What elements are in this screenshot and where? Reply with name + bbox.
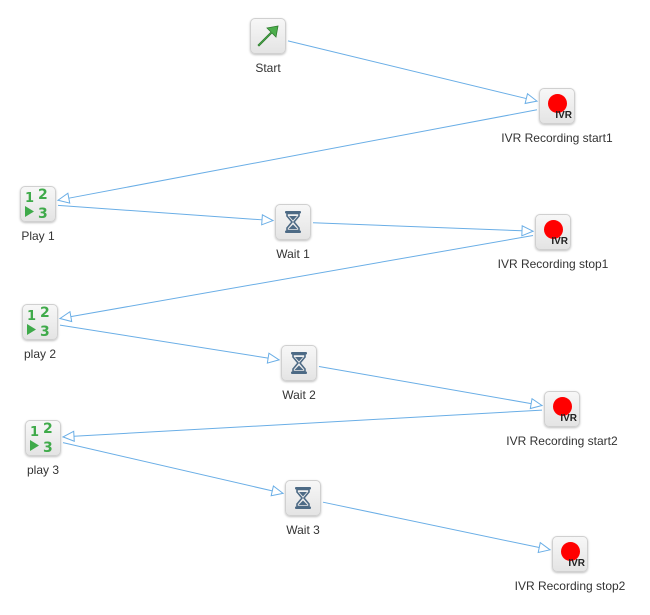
node-label: play 3 xyxy=(26,463,60,477)
node-rec-start2[interactable]: IVR IVR Recording start2 xyxy=(482,391,642,448)
node-label: IVR Recording stop1 xyxy=(497,257,609,271)
edge-arrowhead xyxy=(56,192,71,204)
edge-rec-stop1-to-play2[interactable] xyxy=(58,235,534,323)
edge-arrowhead xyxy=(61,430,75,443)
edge-play3-to-wait3[interactable] xyxy=(62,442,285,497)
ivr-icon-text: IVR xyxy=(568,558,585,569)
svg-text:1: 1 xyxy=(27,309,36,324)
record-dot-icon xyxy=(553,397,572,416)
edge-wait2-to-rec-start2[interactable] xyxy=(318,366,544,410)
record-dot-icon xyxy=(561,542,580,561)
hourglass-icon[interactable] xyxy=(281,345,317,381)
edge-line xyxy=(312,222,523,232)
play-123-icon[interactable]: 1 2 3 xyxy=(22,304,58,340)
ivr-icon-text: IVR xyxy=(551,236,568,247)
edge-line xyxy=(59,324,269,359)
edge-line xyxy=(57,204,263,221)
edge-rec-start2-to-play3[interactable] xyxy=(61,409,543,443)
ivr-record-icon[interactable]: IVR xyxy=(535,214,571,250)
hourglass-icon[interactable] xyxy=(275,204,311,240)
node-rec-stop2[interactable]: IVR IVR Recording stop2 xyxy=(490,536,650,593)
edge-arrowhead xyxy=(537,541,552,554)
edge-arrowhead xyxy=(58,310,73,323)
edge-line xyxy=(73,409,543,437)
edge-line xyxy=(318,366,532,405)
ivr-record-icon[interactable]: IVR xyxy=(539,88,575,124)
node-play1[interactable]: 1 2 3 Play 1 xyxy=(0,186,118,243)
svg-text:3: 3 xyxy=(43,440,53,455)
svg-text:2: 2 xyxy=(38,187,48,203)
node-label: IVR Recording start1 xyxy=(501,131,613,145)
svg-text:1: 1 xyxy=(30,425,39,440)
node-label: Wait 2 xyxy=(282,388,316,402)
node-play2[interactable]: 1 2 3 play 2 xyxy=(0,304,120,361)
play-123-icon[interactable]: 1 2 3 xyxy=(20,186,56,222)
edge-play1-to-wait1[interactable] xyxy=(57,204,275,226)
edge-arrowhead xyxy=(261,214,275,226)
node-label: IVR Recording start2 xyxy=(506,434,618,448)
edge-arrowhead xyxy=(529,397,544,410)
edge-start-to-rec-start1[interactable] xyxy=(287,40,539,105)
ivr-record-icon[interactable]: IVR xyxy=(552,536,588,572)
ivr-icon-text: IVR xyxy=(560,413,577,424)
play-123-icon[interactable]: 1 2 3 xyxy=(25,420,61,456)
svg-text:1: 1 xyxy=(25,191,34,206)
record-dot-icon xyxy=(548,94,567,113)
edge-arrowhead xyxy=(524,92,539,105)
node-start[interactable]: Start xyxy=(188,18,348,75)
node-label: Play 1 xyxy=(21,229,55,243)
node-rec-stop1[interactable]: IVR IVR Recording stop1 xyxy=(473,214,633,271)
edge-line xyxy=(322,501,540,549)
edge-line xyxy=(70,235,534,318)
svg-text:2: 2 xyxy=(43,421,53,437)
edge-arrowhead xyxy=(521,225,535,237)
ivr-record-icon[interactable]: IVR xyxy=(544,391,580,427)
edge-arrowhead xyxy=(270,485,285,497)
edge-arrowhead xyxy=(266,352,281,364)
node-label: Wait 3 xyxy=(286,523,320,537)
edge-wait3-to-rec-stop2[interactable] xyxy=(322,501,552,554)
svg-text:3: 3 xyxy=(40,324,50,339)
node-label: play 2 xyxy=(23,347,57,361)
node-play3[interactable]: 1 2 3 play 3 xyxy=(0,420,123,477)
edge-line xyxy=(68,109,538,199)
start-arrow-icon[interactable] xyxy=(250,18,286,54)
edge-wait1-to-rec-stop1[interactable] xyxy=(312,222,535,237)
edge-rec-start1-to-play1[interactable] xyxy=(56,109,538,204)
node-label: Wait 1 xyxy=(276,247,310,261)
edge-line xyxy=(62,442,273,492)
hourglass-icon[interactable] xyxy=(285,480,321,516)
svg-text:3: 3 xyxy=(38,206,48,221)
node-label: Start xyxy=(255,61,281,75)
node-wait1[interactable]: Wait 1 xyxy=(213,204,373,261)
edge-play2-to-wait2[interactable] xyxy=(59,324,281,364)
node-wait3[interactable]: Wait 3 xyxy=(223,480,383,537)
record-dot-icon xyxy=(544,220,563,239)
svg-text:2: 2 xyxy=(40,305,50,321)
ivr-icon-text: IVR xyxy=(555,110,572,121)
edge-line xyxy=(287,40,527,100)
node-wait2[interactable]: Wait 2 xyxy=(219,345,379,402)
node-label: IVR Recording stop2 xyxy=(514,579,626,593)
node-rec-start1[interactable]: IVR IVR Recording start1 xyxy=(477,88,637,145)
